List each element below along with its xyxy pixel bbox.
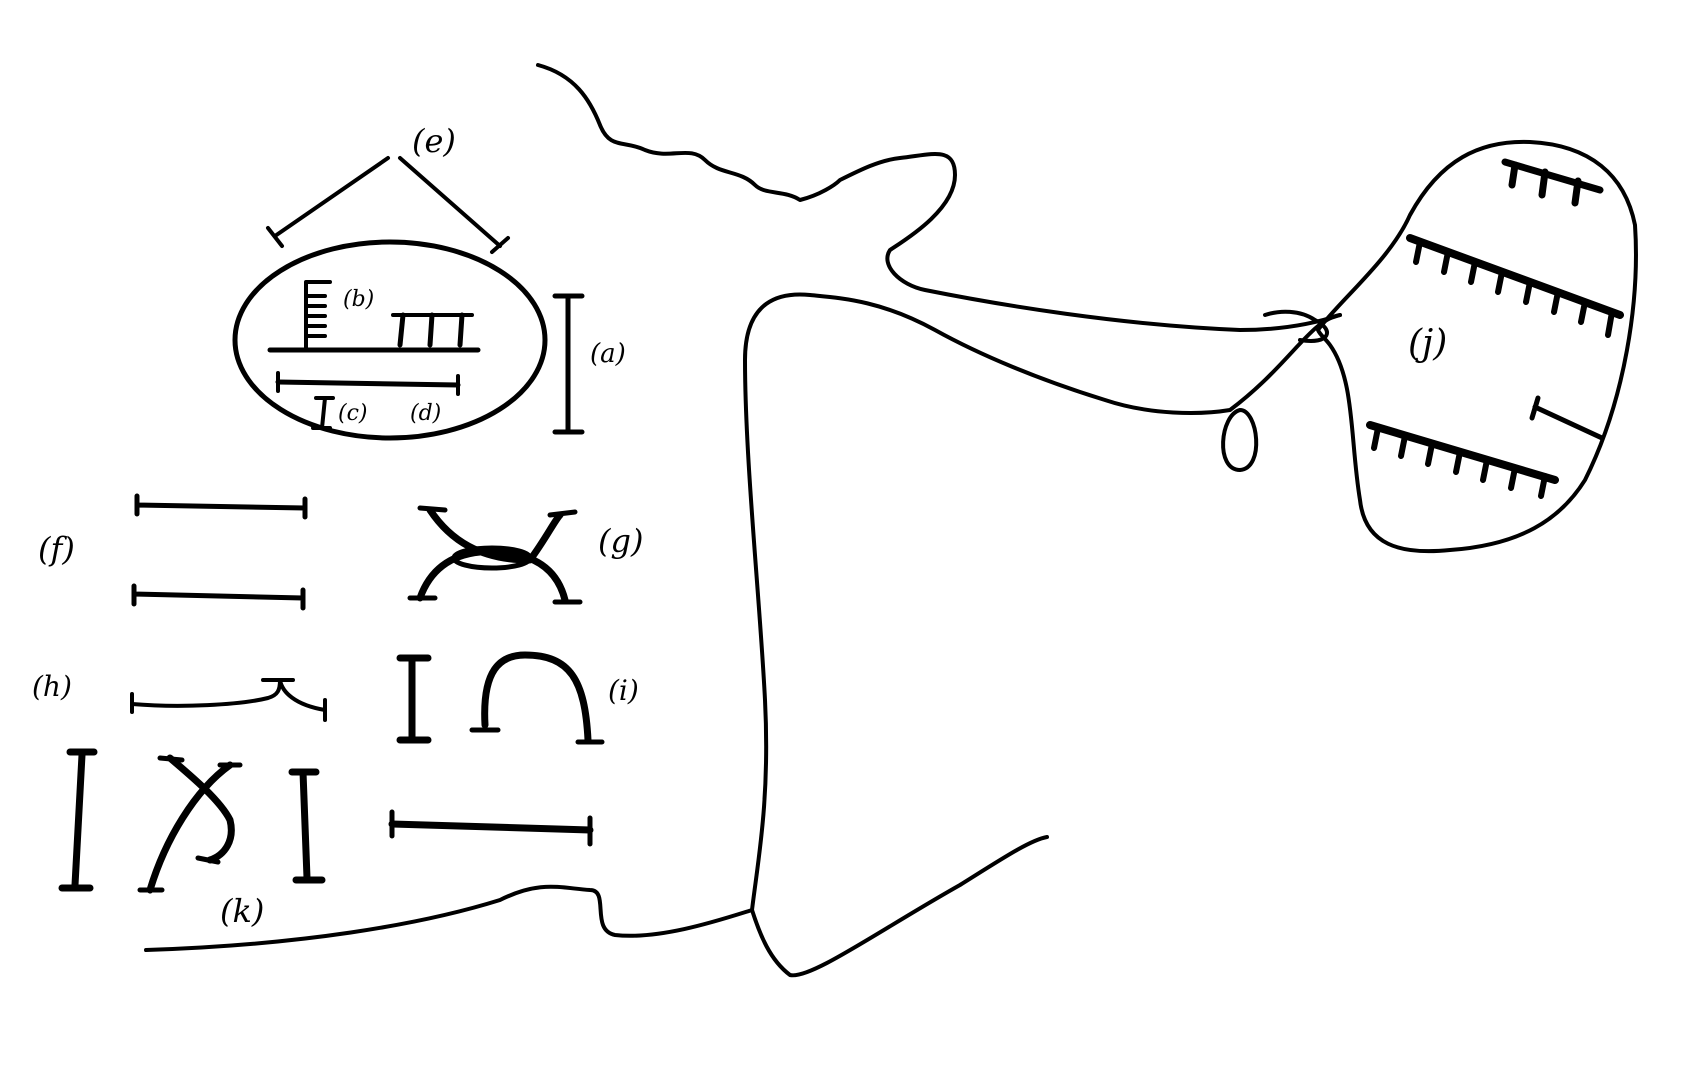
label-g: (g) [598,522,643,560]
label-k: (k) [220,892,264,930]
figure-i: (i) [396,651,639,745]
label-f: (f) [38,530,75,568]
outline-shape [144,63,1342,978]
label-j: (j) [1408,323,1447,364]
label-i: (i) [608,674,639,707]
label-d: (d) [410,401,441,426]
label-a: (a) [590,339,626,369]
figure-h: (h) [32,670,327,722]
figure-long-bar [388,809,594,847]
figure-g: (g) [407,505,643,605]
figure-e: (e) [266,122,510,254]
figure-a: (a) [552,293,626,435]
oval-j: (j) [1316,139,1638,554]
connector-loop [1221,309,1329,472]
label-e: (e) [412,122,456,160]
label-c: (c) [338,401,368,426]
label-b: (b) [343,287,374,312]
figure-oval-bcd: (b) (c) (d) [232,239,548,441]
figure-f: (f) [38,493,308,611]
figure-k: (k) [58,748,326,930]
label-h: (h) [32,670,72,703]
